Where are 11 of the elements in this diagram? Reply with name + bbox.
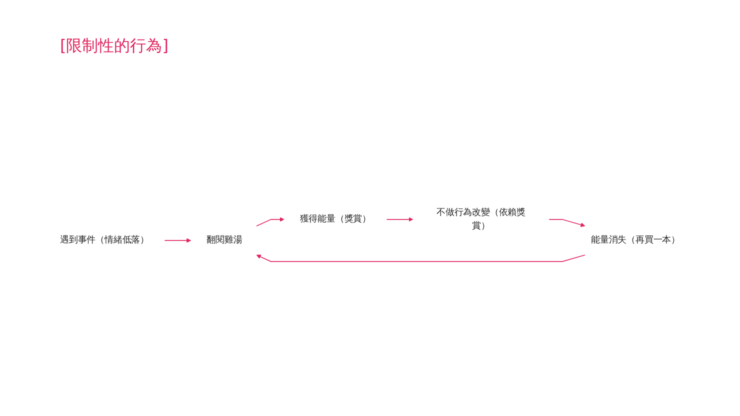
node-text: 遇到事件（情緒低落） <box>60 234 149 246</box>
arrow <box>256 217 284 226</box>
arrow <box>164 238 192 243</box>
arrow <box>386 217 414 222</box>
arrow <box>548 219 586 228</box>
node-text: 獲得能量（獎賞） <box>300 214 372 224</box>
arrow <box>256 254 586 262</box>
diagram-heading: [限制性的行為] <box>60 36 168 57</box>
node-text: 能量消失（再買一本） <box>591 234 680 246</box>
node-text: 不做行為改變（依賴獎賞） <box>436 207 526 232</box>
node-text: 翻閱雞湯 <box>206 234 242 246</box>
